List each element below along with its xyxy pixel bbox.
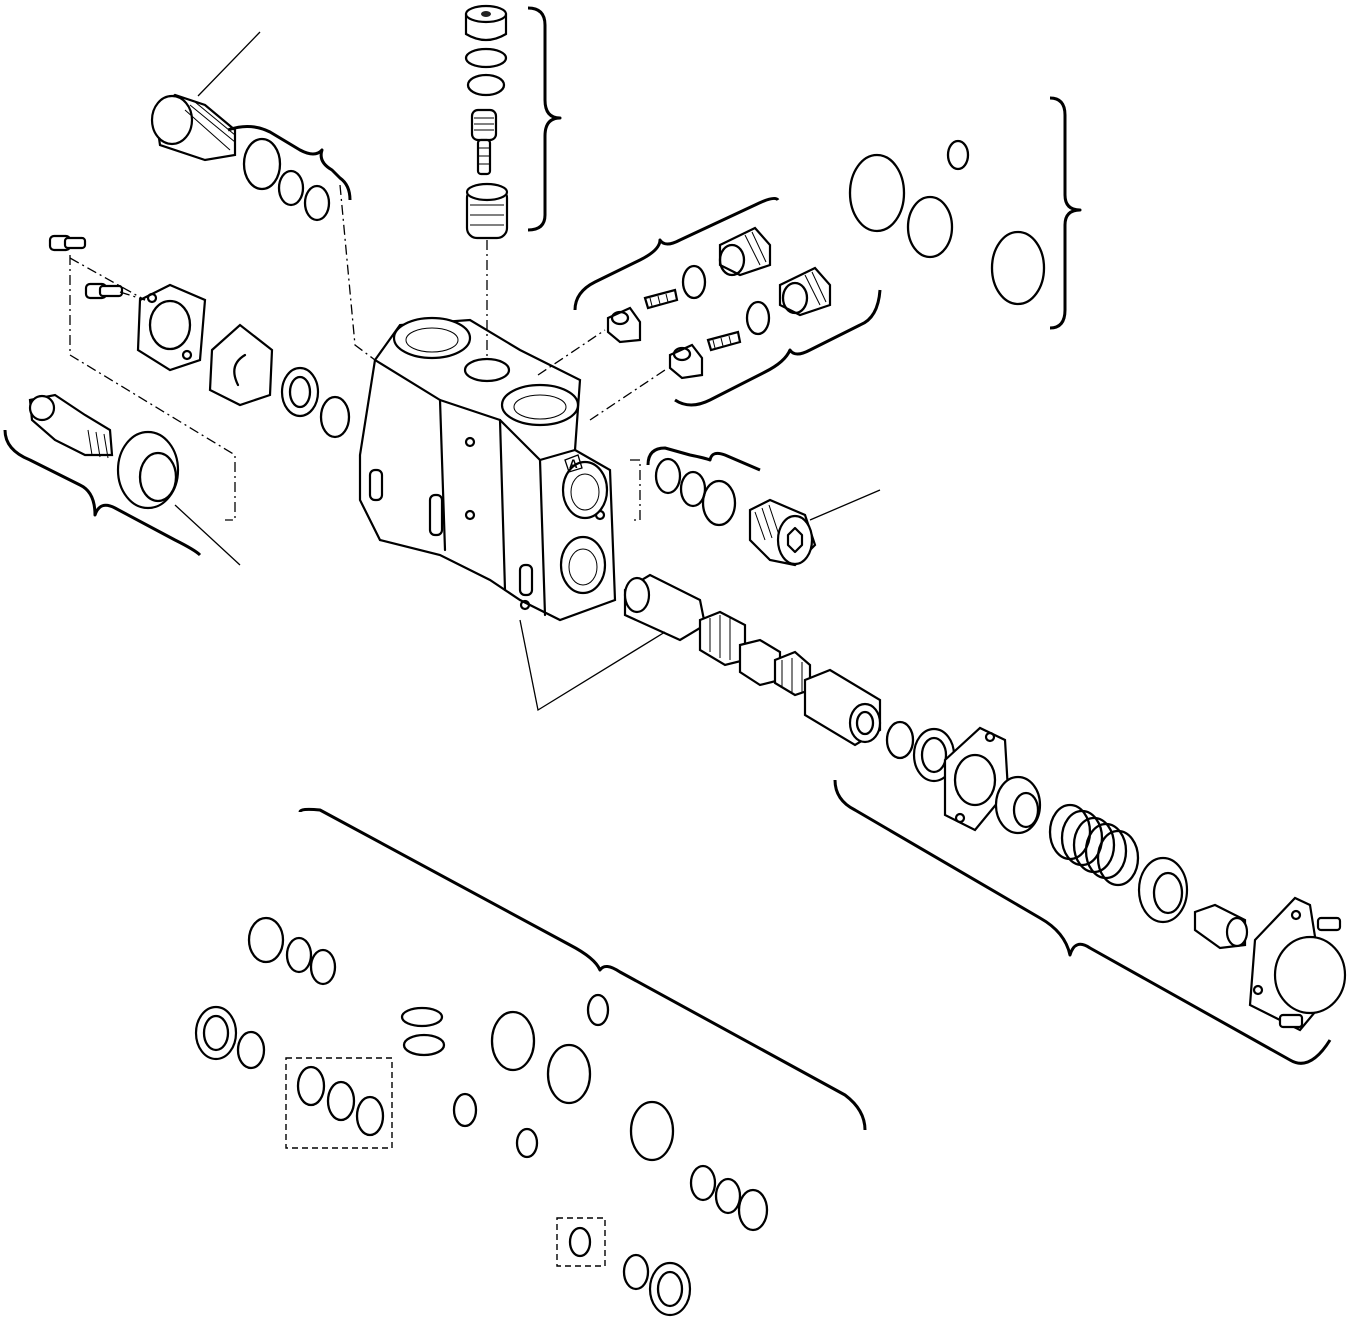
left-plug-assembly [28, 393, 241, 566]
right-check-valves [606, 226, 832, 380]
body-marking-label: A [569, 457, 578, 471]
top-right-brace [1049, 96, 1082, 330]
spool-leader [519, 619, 666, 712]
side-plug-assembly [654, 457, 881, 567]
top-cartridge-assembly [464, 4, 509, 360]
spring-cap-assembly [885, 720, 1347, 1032]
seal-kit [194, 916, 769, 1317]
top-right-seal-set [848, 139, 1046, 306]
spring-cap-brace [833, 779, 1332, 1065]
left-flange-group [48, 234, 351, 439]
seal-kit-brace [298, 807, 867, 1131]
upper-left-brace [227, 125, 352, 201]
top-brace [527, 6, 562, 232]
main-spool [623, 573, 882, 747]
upper-left-relief-valve [150, 31, 331, 222]
spring [1048, 803, 1140, 887]
check-valve-brace-lower [674, 289, 882, 407]
side-plug-brace [646, 446, 761, 472]
left-brace [3, 429, 202, 557]
check-valve-brace-upper [573, 196, 780, 311]
valve-body: A [358, 316, 617, 622]
